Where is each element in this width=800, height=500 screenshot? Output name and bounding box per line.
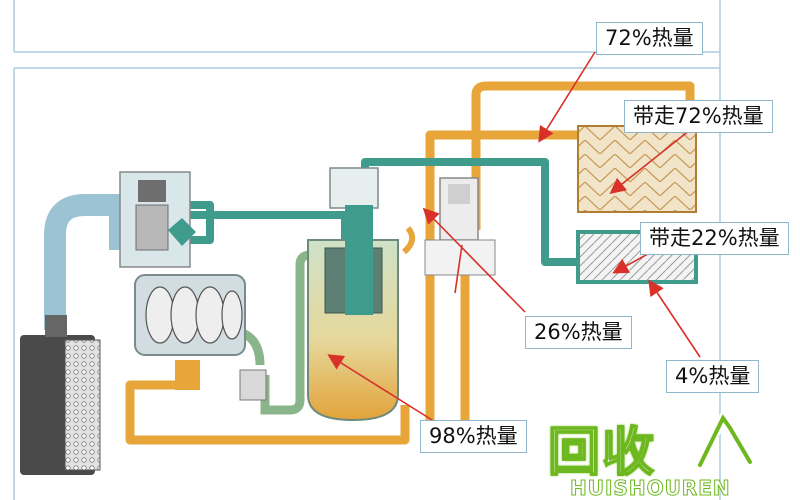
label-72-heat: 72%热量	[596, 22, 703, 55]
oil-pipe-top-loop	[471, 81, 695, 230]
oil-inlet-block	[175, 360, 200, 390]
arrow-72-top	[538, 51, 596, 143]
oil-sight-gauge	[401, 226, 416, 255]
watermark-logo-subtext: HUISHOUREN	[570, 476, 731, 500]
separator-outlet-tube	[345, 205, 373, 315]
screw-rotors	[145, 286, 243, 344]
inlet-valve-head	[138, 180, 166, 202]
label-carry-22-heat: 带走22%热量	[640, 222, 789, 255]
check-valve	[239, 369, 267, 401]
arrow-26	[422, 207, 526, 313]
inlet-valve-spring	[135, 204, 169, 251]
arrow-4	[648, 279, 701, 358]
watermark-logo-text: 回收	[547, 422, 657, 484]
oil-filter-cap	[448, 184, 470, 204]
arrow-carry-72	[609, 129, 691, 194]
label-26-heat: 26%热量	[525, 316, 632, 349]
arrow-26-tail	[454, 244, 463, 294]
label-carry-72-heat: 带走72%热量	[624, 100, 773, 133]
oil-pipe-riser	[425, 130, 580, 440]
cooling-pipe-loop	[180, 201, 214, 244]
air-filter-cap	[45, 315, 67, 337]
control-valve	[168, 218, 196, 246]
label-4-heat: 4%热量	[666, 360, 760, 393]
air-inlet-pipe	[44, 194, 131, 330]
air-filter-mesh	[64, 339, 101, 471]
min-pressure-valve	[329, 167, 379, 209]
arrow-98	[327, 354, 441, 426]
oil-pipe-bottom-return	[125, 380, 410, 445]
label-98-heat: 98%热量	[420, 420, 527, 453]
watermark-figure-icon	[695, 410, 755, 470]
